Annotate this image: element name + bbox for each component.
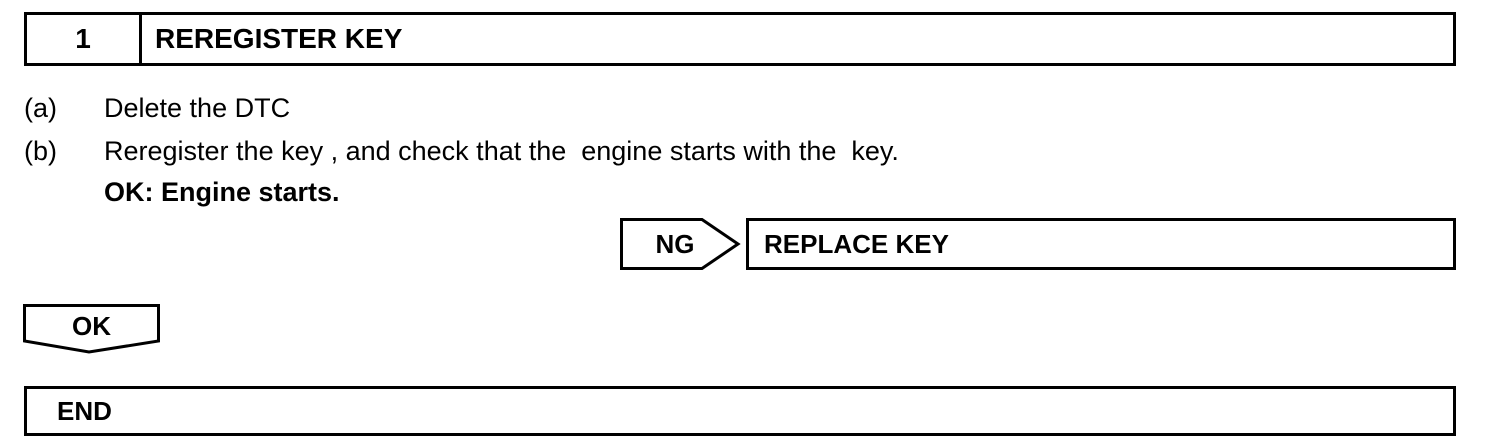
ng-label: NG bbox=[655, 228, 695, 259]
ng-result-box: REPLACE KEY bbox=[746, 218, 1456, 270]
ok-arrow-shape bbox=[23, 304, 160, 354]
instruction-a-text: Delete the DTC bbox=[104, 93, 291, 123]
step-header: 1 REREGISTER KEY bbox=[24, 12, 1456, 66]
ok-branch-arrow: OK bbox=[23, 304, 160, 354]
instruction-b-text: Reregister the key , and check that the … bbox=[104, 136, 899, 166]
ng-arrow-shape bbox=[620, 218, 741, 270]
step-title: REREGISTER KEY bbox=[155, 23, 403, 54]
instruction-a-label: (a) bbox=[24, 93, 57, 123]
ok-label: OK bbox=[72, 310, 111, 341]
ng-branch-arrow: NG bbox=[620, 218, 742, 270]
end-box: END bbox=[24, 386, 1456, 436]
end-label: END bbox=[57, 395, 112, 426]
step-number: 1 bbox=[27, 15, 142, 63]
instruction-b-label: (b) bbox=[24, 136, 57, 166]
ng-result-text: REPLACE KEY bbox=[764, 228, 949, 259]
ok-criteria: OK: Engine starts. bbox=[104, 177, 340, 207]
